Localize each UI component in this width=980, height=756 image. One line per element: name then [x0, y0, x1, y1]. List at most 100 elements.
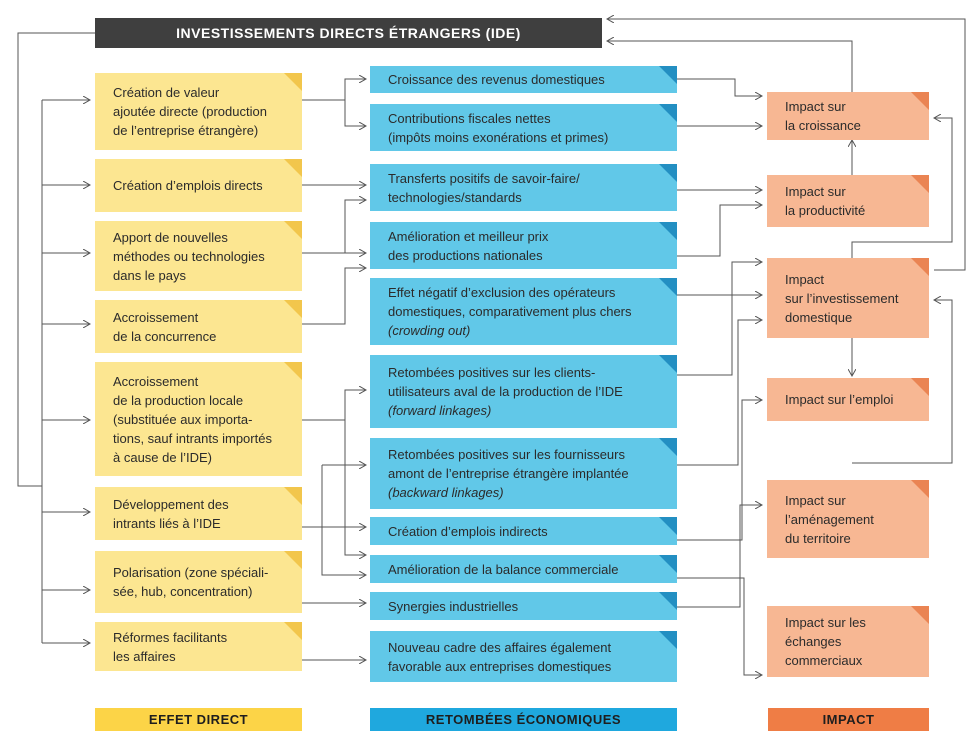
folded-corner-icon	[911, 480, 929, 498]
folded-corner-icon	[284, 300, 302, 318]
folded-corner-icon	[659, 355, 677, 373]
folded-corner-icon	[911, 378, 929, 396]
folded-corner-icon	[659, 104, 677, 122]
folded-corner-icon	[659, 631, 677, 649]
diagram-title: INVESTISSEMENTS DIRECTS ÉTRANGERS (IDE)	[95, 18, 602, 48]
folded-corner-icon	[284, 487, 302, 505]
connector-line	[677, 78, 762, 96]
folded-corner-icon	[659, 592, 677, 610]
impact-label: Impact sur les échanges commerciaux	[785, 615, 866, 668]
spillover-box: Retombées positives sur les clients- uti…	[370, 355, 677, 428]
connector-line	[302, 390, 366, 421]
spillover-label: Croissance des revenus domestiques	[388, 72, 605, 87]
connector-line	[607, 41, 853, 92]
impact-box: Impact sur l’aménagement du territoire	[767, 480, 929, 558]
direct-effect-label: Réformes facilitants les affaires	[113, 629, 228, 664]
connector-line	[302, 268, 366, 325]
connector-line	[677, 400, 762, 541]
direct-effect-box: Création de valeur ajoutée directe (prod…	[95, 73, 302, 150]
direct-effect-label: Création de valeur ajoutée directe (prod…	[113, 85, 267, 138]
direct-effect-label: Apport de nouvelles méthodes ou technolo…	[113, 229, 265, 283]
spillover-label: Nouveau cadre des affaires également fav…	[388, 639, 612, 674]
spillover-label: Amélioration de la balance commerciale	[388, 561, 619, 577]
impact-box: Impact sur l’investissement domestique	[767, 258, 929, 338]
impact-label: Impact sur l’investissement domestique	[785, 271, 899, 325]
spillover-label: Transferts positifs de savoir-faire/ tec…	[388, 170, 580, 205]
connector-line	[851, 118, 953, 258]
spillover-box: Effet négatif d’exclusion des opérateurs…	[370, 278, 677, 345]
spillover-box: Croissance des revenus domestiques	[370, 66, 677, 93]
direct-effect-box: Accroissement de la concurrence	[95, 300, 302, 353]
direct-effect-box: Apport de nouvelles méthodes ou technolo…	[95, 221, 302, 291]
spillover-italic-note: (forward linkages)	[388, 403, 492, 418]
direct-effect-label: Polarisation (zone spéciali- sée, hub, c…	[113, 565, 269, 599]
spillover-box: Transferts positifs de savoir-faire/ tec…	[370, 164, 677, 211]
folded-corner-icon	[659, 438, 677, 456]
spillover-box: Nouveau cadre des affaires également fav…	[370, 631, 677, 682]
direct-effect-box: Réformes facilitants les affaires	[95, 622, 302, 671]
connector-line	[677, 577, 762, 675]
connector-line	[344, 100, 366, 126]
impact-box: Impact sur la productivité	[767, 175, 929, 227]
connector-line	[677, 262, 762, 376]
footer-direct-effect: EFFET DIRECT	[95, 708, 302, 731]
spillover-label: Retombées positives sur les fournisseurs…	[388, 447, 629, 500]
connector-line	[607, 19, 966, 271]
spillover-box: Retombées positives sur les fournisseurs…	[370, 438, 677, 509]
connector-line	[852, 300, 953, 464]
folded-corner-icon	[284, 73, 302, 91]
spillover-box: Amélioration et meilleur prix des produc…	[370, 222, 677, 269]
footer-impact: IMPACT	[768, 708, 929, 731]
folded-corner-icon	[659, 555, 677, 573]
connector-line	[677, 205, 762, 257]
direct-effect-box: Accroissement de la production locale (s…	[95, 362, 302, 476]
folded-corner-icon	[284, 362, 302, 380]
direct-effect-box: Polarisation (zone spéciali- sée, hub, c…	[95, 551, 302, 613]
impact-label: Impact sur la croissance	[785, 99, 861, 133]
folded-corner-icon	[911, 606, 929, 624]
impact-label: Impact sur l’aménagement du territoire	[785, 492, 874, 546]
folded-corner-icon	[911, 258, 929, 276]
spillover-label: Effet négatif d’exclusion des opérateurs…	[388, 285, 632, 338]
impact-box: Impact sur la croissance	[767, 92, 929, 140]
direct-effect-label: Accroissement de la concurrence	[113, 309, 217, 344]
direct-effect-label: Création d’emplois directs	[113, 178, 263, 193]
spillover-label: Contributions fiscales nettes (impôts mo…	[388, 110, 609, 145]
folded-corner-icon	[284, 622, 302, 640]
spillover-box: Synergies industrielles	[370, 592, 677, 620]
folded-corner-icon	[659, 517, 677, 535]
connector-line	[321, 465, 366, 575]
spillover-box: Contributions fiscales nettes (impôts mo…	[370, 104, 677, 151]
connector-line	[17, 32, 95, 487]
folded-corner-icon	[911, 92, 929, 110]
spillover-label: Retombées positives sur les clients- uti…	[388, 365, 623, 418]
spillover-label: Création d’emplois indirects	[388, 523, 548, 539]
folded-corner-icon	[284, 221, 302, 239]
folded-corner-icon	[284, 159, 302, 177]
direct-effect-box: Développement des intrants liés à l’IDE	[95, 487, 302, 540]
impact-label: Impact sur la productivité	[785, 184, 866, 218]
spillover-italic-note: (crowding out)	[388, 323, 471, 338]
footer-spillovers: RETOMBÉES ÉCONOMIQUES	[370, 708, 677, 731]
impact-label: Impact sur l’emploi	[785, 392, 894, 407]
direct-effect-label: Accroissement de la production locale (s…	[113, 373, 272, 465]
spillover-italic-note: (backward linkages)	[388, 485, 504, 500]
connector-line	[302, 200, 366, 254]
connector-line	[677, 505, 762, 608]
folded-corner-icon	[659, 164, 677, 182]
folded-corner-icon	[911, 175, 929, 193]
folded-corner-icon	[284, 551, 302, 569]
spillover-label: Synergies industrielles	[388, 598, 519, 614]
spillover-box: Amélioration de la balance commerciale	[370, 555, 677, 583]
impact-box: Impact sur l’emploi	[767, 378, 929, 421]
connector-line	[302, 79, 366, 101]
folded-corner-icon	[659, 66, 677, 84]
impact-box: Impact sur les échanges commerciaux	[767, 606, 929, 677]
direct-effect-label: Développement des intrants liés à l’IDE	[113, 496, 229, 531]
folded-corner-icon	[659, 278, 677, 296]
spillover-box: Création d’emplois indirects	[370, 517, 677, 545]
direct-effect-box: Création d’emplois directs	[95, 159, 302, 212]
spillover-label: Amélioration et meilleur prix des produc…	[388, 228, 549, 263]
connector-line	[677, 320, 762, 466]
